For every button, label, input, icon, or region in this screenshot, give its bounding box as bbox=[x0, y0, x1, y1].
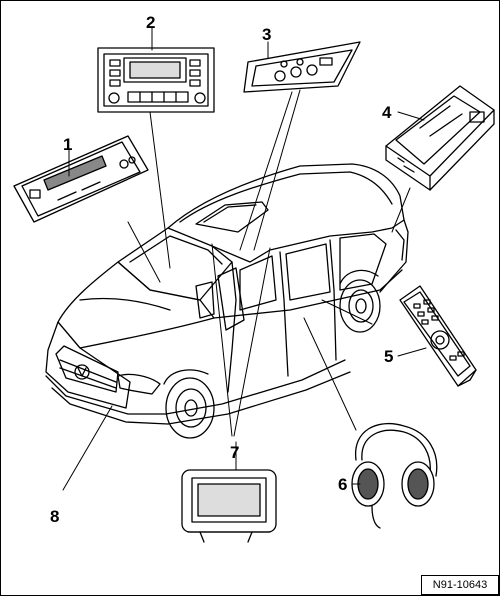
component-4-control-module bbox=[385, 85, 495, 191]
vw-emblem bbox=[74, 364, 90, 380]
component-6-wireless-headphones bbox=[351, 422, 438, 529]
callout-labels: 1 2 3 4 5 6 7 8 bbox=[50, 13, 393, 526]
callout-8: 8 bbox=[50, 507, 59, 526]
component-5-remote-control bbox=[399, 285, 477, 387]
callout-2: 2 bbox=[146, 13, 155, 32]
sunroof-glass bbox=[195, 201, 269, 233]
front-wheel bbox=[165, 377, 215, 439]
headlight bbox=[117, 373, 161, 395]
component-7-headrest-monitor bbox=[181, 469, 277, 543]
figure-reference-number: N91-10643 bbox=[421, 575, 499, 595]
callout-3: 3 bbox=[262, 25, 271, 44]
component-2-radio-navigation-unit bbox=[97, 47, 215, 113]
callout-7: 7 bbox=[230, 443, 239, 462]
callout-6: 6 bbox=[338, 475, 347, 494]
car-illustration bbox=[45, 163, 409, 439]
front-grille bbox=[55, 345, 119, 393]
callout-5: 5 bbox=[384, 347, 393, 366]
component-1-radio-unit bbox=[13, 135, 149, 223]
rear-wheel bbox=[339, 279, 381, 333]
component-3-rear-control-panel bbox=[243, 41, 361, 93]
leader-lines bbox=[62, 27, 427, 491]
callout-4: 4 bbox=[382, 103, 392, 122]
callout-1: 1 bbox=[63, 135, 72, 154]
